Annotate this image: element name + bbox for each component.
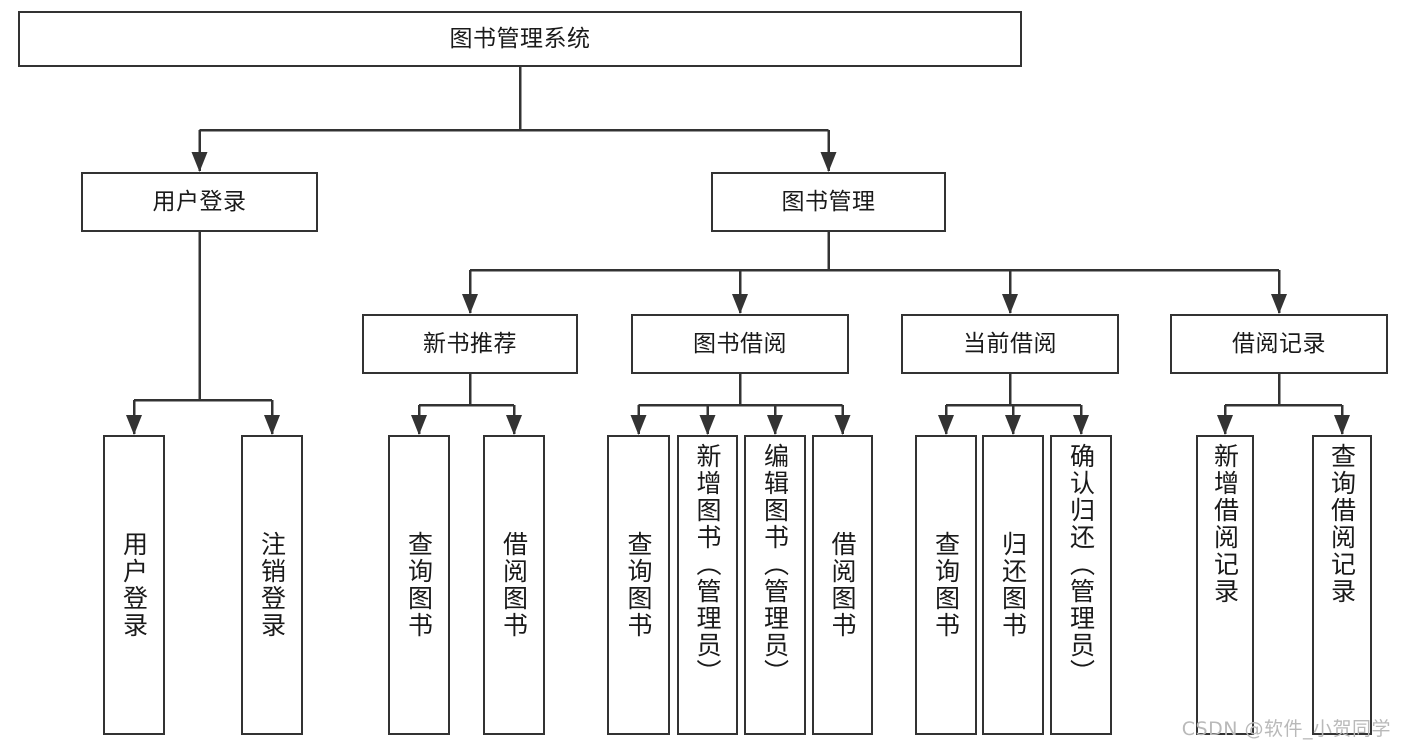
- arrowhead-icon: [820, 152, 837, 172]
- node-l_br_add[interactable]: 新增图书（管理员）: [677, 435, 738, 735]
- arrowhead-icon: [411, 415, 427, 435]
- node-l_rc_add[interactable]: 新增借阅记录: [1196, 435, 1254, 735]
- node-label: 查询借阅记录: [1327, 443, 1357, 605]
- node-l_login[interactable]: 用户登录: [103, 435, 165, 735]
- node-root[interactable]: 图书管理系统: [18, 11, 1022, 67]
- arrowhead-icon: [1005, 415, 1021, 435]
- node-label: 借阅记录: [1232, 330, 1326, 357]
- node-label: 新增图书（管理员）: [693, 443, 722, 686]
- node-label: 查询图书: [624, 531, 653, 639]
- node-newbooks[interactable]: 新书推荐: [362, 314, 578, 374]
- node-l_cu_conf[interactable]: 确认归还（管理员）: [1050, 435, 1112, 735]
- node-l_cu_query[interactable]: 查询图书: [915, 435, 977, 735]
- node-label: 用户登录: [152, 188, 247, 215]
- node-label: 新增借阅记录: [1210, 443, 1240, 605]
- arrowhead-icon: [264, 415, 280, 435]
- node-bookmgmt[interactable]: 图书管理: [711, 172, 946, 232]
- arrowhead-icon: [630, 415, 647, 435]
- arrowhead-icon: [126, 415, 142, 435]
- node-login[interactable]: 用户登录: [81, 172, 318, 232]
- node-label: 当前借阅: [963, 330, 1057, 357]
- node-label: 归还图书: [998, 531, 1028, 639]
- node-l_cu_return[interactable]: 归还图书: [982, 435, 1044, 735]
- arrowhead-icon: [1073, 415, 1089, 435]
- node-label: 新书推荐: [423, 330, 517, 357]
- node-current[interactable]: 当前借阅: [901, 314, 1119, 374]
- node-label: 编辑图书（管理员）: [760, 443, 790, 686]
- arrowhead-icon: [834, 415, 851, 435]
- node-label: 图书借阅: [693, 330, 787, 357]
- node-label: 注销登录: [257, 531, 287, 639]
- arrowhead-icon: [1271, 294, 1287, 314]
- node-label: 查询图书: [931, 531, 961, 639]
- node-label: 图书管理: [781, 188, 876, 215]
- arrowhead-icon: [938, 415, 954, 435]
- node-label: 借阅图书: [499, 531, 529, 639]
- node-l_br_lend[interactable]: 借阅图书: [812, 435, 873, 735]
- arrowhead-icon: [1217, 415, 1233, 435]
- arrowhead-icon: [462, 294, 478, 314]
- node-records[interactable]: 借阅记录: [1170, 314, 1388, 374]
- arrowhead-icon: [1334, 415, 1350, 435]
- node-l_nb_query[interactable]: 查询图书: [388, 435, 450, 735]
- node-l_logout[interactable]: 注销登录: [241, 435, 303, 735]
- node-label: 借阅图书: [828, 531, 857, 639]
- node-label: 图书管理系统: [449, 25, 591, 52]
- arrowhead-icon: [1002, 294, 1018, 314]
- node-label: 确认归还（管理员）: [1066, 443, 1096, 686]
- arrowhead-icon: [191, 152, 208, 172]
- node-borrow[interactable]: 图书借阅: [631, 314, 849, 374]
- arrowhead-icon: [732, 294, 748, 314]
- arrowhead-icon: [767, 415, 783, 435]
- arrowhead-icon: [699, 415, 716, 435]
- node-l_nb_borrow[interactable]: 借阅图书: [483, 435, 545, 735]
- node-l_rc_query[interactable]: 查询借阅记录: [1312, 435, 1372, 735]
- watermark-text: CSDN @软件_小贺同学: [1181, 718, 1391, 740]
- arrowhead-icon: [506, 415, 522, 435]
- node-l_br_edit[interactable]: 编辑图书（管理员）: [744, 435, 806, 735]
- node-label: 用户登录: [119, 531, 149, 639]
- node-label: 查询图书: [404, 531, 434, 639]
- node-l_br_query[interactable]: 查询图书: [607, 435, 670, 735]
